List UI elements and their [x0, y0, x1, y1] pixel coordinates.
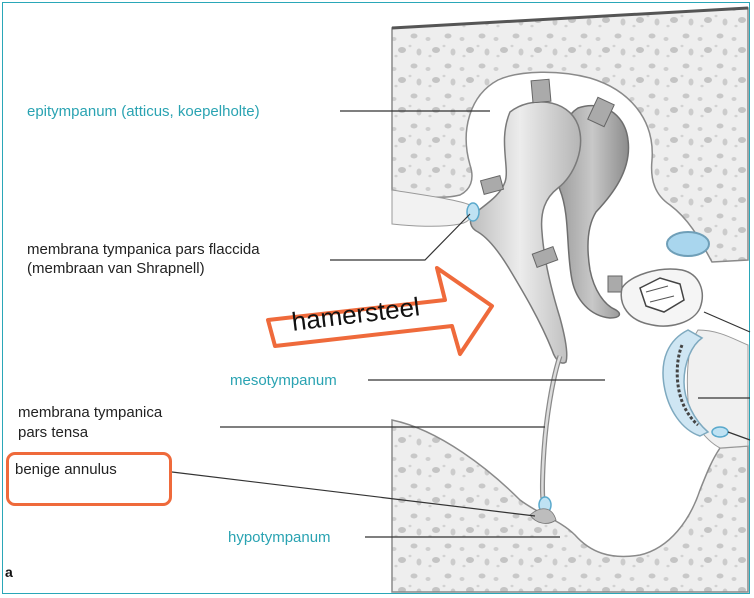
figure-letter: a	[5, 564, 13, 580]
floor-bone	[392, 420, 748, 592]
label-epitympanum: epitympanum (atticus, koepelholte)	[27, 102, 260, 121]
label-mesotympanum: mesotympanum	[230, 371, 337, 390]
lateral-canal	[667, 232, 709, 256]
label-pars-flaccida-line1: membrana tympanica pars flaccida	[27, 240, 260, 259]
malleus	[471, 102, 581, 363]
label-hypotympanum: hypotympanum	[228, 528, 331, 547]
label-benige-annulus: benige annulus	[15, 460, 117, 479]
round-window	[712, 427, 728, 437]
pars-flaccida-marker	[467, 203, 479, 221]
label-pars-flaccida-line2: (membraan van Shrapnell)	[27, 259, 205, 278]
label-pars-tensa-line2: pars tensa	[18, 423, 88, 442]
label-pars-tensa-line1: membrana tympanica	[18, 403, 162, 422]
stapes-tendon	[608, 276, 622, 292]
ligament-superior-left	[531, 79, 551, 102]
